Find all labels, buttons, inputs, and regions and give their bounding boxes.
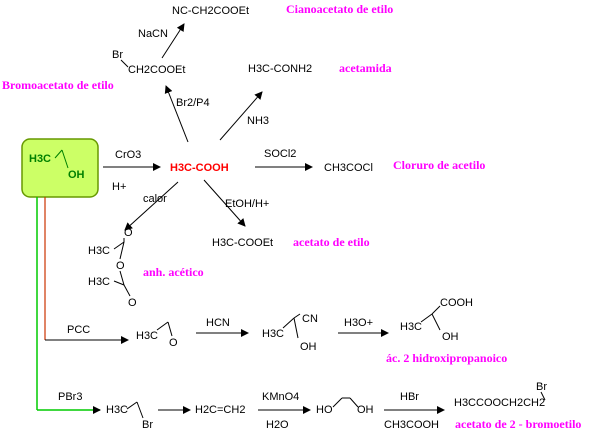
acetaldehyde-bond-2 [167, 321, 173, 337]
acetato-etilo-formula: H3C-COOEt [212, 237, 273, 249]
acetato-etilo-label: acetato de etilo [293, 235, 370, 249]
acetic-acid: H3C-COOH [170, 162, 229, 174]
reagent-socl2: SOCl2 [264, 148, 296, 160]
reagent-cro3: CrO3 [115, 149, 141, 161]
lactic-cooh: COOH [440, 297, 473, 309]
diol-bond-3 [349, 397, 359, 408]
cyanohydrin-bond-1 [282, 317, 295, 329]
arrow-to-bromoacetato [164, 85, 189, 143]
reagent-h2o: H2O [266, 419, 289, 431]
reagent-h3o: H3O+ [344, 317, 373, 329]
bromoethane-bond-2 [136, 401, 144, 419]
acetaldehyde-o: O [169, 337, 178, 349]
cyanohydrin-bond-3 [293, 317, 299, 339]
cianoacetato-formula: NC-CH2COOEt [172, 5, 249, 17]
ethanol-box [21, 138, 99, 198]
arrow-to-anhidrido [124, 181, 179, 231]
diol-ho: HO [316, 404, 333, 416]
bromoethane-h3c: H3C [106, 404, 128, 416]
anhidrido-bond-5 [113, 280, 125, 286]
ethanol-bond-2 [61, 149, 69, 169]
lactic-oh: OH [442, 331, 459, 343]
diol-oh: OH [357, 404, 374, 416]
reagent-ch3cooh: CH3COOH [384, 419, 439, 431]
bromoethyl-acetate-formula: H3CCOOCH2CH2 [454, 397, 545, 409]
bromoethyl-acetate-label: acetato de 2 - bromoetilo [455, 417, 581, 431]
arrow-to-cianoacetato [161, 23, 185, 59]
anhidrido-bond-6 [123, 284, 131, 297]
cianoacetato-label: Cianoacetato de etilo [286, 2, 393, 16]
lactic-bond-1 [420, 313, 433, 323]
reagent-nacn: NaCN [138, 28, 168, 40]
acetamida-formula: H3C-CONH2 [248, 63, 312, 75]
arrow-to-acetato-etilo [203, 179, 246, 227]
bromoacetato-br: Br [112, 49, 123, 61]
anhidrido-bond-3 [119, 241, 125, 260]
diol-bond-1 [332, 397, 343, 408]
bromoethane-bond-1 [126, 401, 138, 410]
bromoacetato-br-bond [120, 59, 129, 68]
bromoethyl-acetate-br-bond [540, 391, 546, 401]
lactic-bond-3 [431, 313, 441, 331]
cyanohydrin-h3c: H3C [262, 328, 284, 340]
cyanohydrin-bond-2 [293, 313, 301, 319]
anhidrido-bond-1 [113, 241, 125, 250]
bromoethyl-acetate-br: Br [536, 381, 547, 393]
reagent-nh3: NH3 [247, 115, 269, 127]
reagent-calor: calor [143, 193, 167, 205]
bromoethane-br: Br [142, 419, 153, 431]
cloruro-label: Cloruro de acetilo [393, 158, 485, 172]
cloruro-formula: CH3COCl [324, 162, 373, 174]
anhidrido-o-bottom: O [128, 297, 137, 309]
reagent-pcc: PCC [67, 324, 90, 336]
reagent-hbr: HBr [400, 391, 419, 403]
acetaldehyde-h3c: H3C [136, 330, 158, 342]
anhidrido-h3c-bottom: H3C [88, 276, 110, 288]
cyanohydrin-oh: OH [300, 341, 317, 353]
bromoacetato-formula: CH2COOEt [128, 64, 185, 76]
cyanohydrin-cn: CN [302, 313, 318, 325]
ethanol-oh: OH [68, 169, 85, 181]
reagent-kmno4: KMnO4 [262, 391, 299, 403]
reagent-pbr3: PBr3 [58, 391, 82, 403]
bromoacetato-label: Bromoacetato de etilo [2, 78, 114, 92]
ethanol-bond-1 [54, 149, 63, 159]
anhidrido-o-top: O [124, 227, 133, 239]
reagent-br2-p4: Br2/P4 [176, 97, 210, 109]
acetamida-label: acetamida [339, 61, 392, 75]
ethene: H2C=CH2 [195, 404, 245, 416]
anhidrido-bond-4 [119, 270, 125, 286]
lactic-bond-2 [431, 305, 441, 315]
anhidrido-h3c-top: H3C [88, 245, 110, 257]
lactic-h3c: H3C [400, 321, 422, 333]
reagent-h-plus: H+ [112, 181, 126, 193]
ethanol-h3c: H3C [29, 153, 51, 165]
reagent-etoh-h: EtOH/H+ [225, 198, 269, 210]
acetaldehyde-bond-1 [156, 321, 169, 331]
anhidrido-o-mid: O [116, 260, 125, 272]
lactic-label: ác. 2 hidroxipropanoico [386, 351, 507, 365]
reagent-hcn: HCN [206, 317, 230, 329]
arrow-to-acetamida [219, 91, 263, 141]
anhidrido-label: anh. acético [143, 265, 204, 279]
